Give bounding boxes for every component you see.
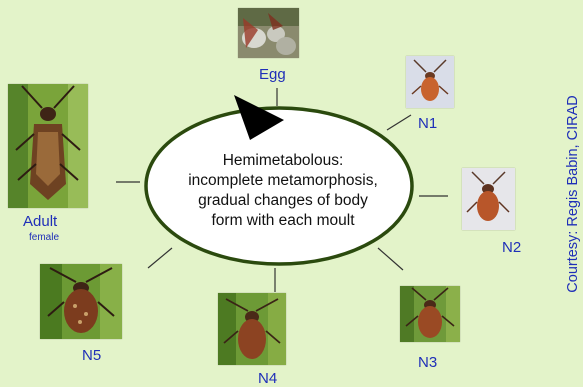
n4-photo [218,293,286,365]
n5-photo [40,264,122,339]
n2-photo [462,168,515,230]
center-line-3: gradual changes of body [152,191,414,211]
center-line-4: form with each moult [152,211,414,231]
photo-credit: Courtesy: Regis Babin, CIRAD [565,95,581,292]
center-line-2: incomplete metamorphosis, [152,171,414,191]
n3-label: N3 [418,355,437,370]
connector-n1 [387,115,411,130]
n5-label: N5 [82,348,101,363]
center-line-1: Hemimetabolous: [152,151,414,171]
n2-label: N2 [502,240,521,255]
egg-label: Egg [259,67,286,82]
n3-photo [400,286,460,342]
egg-photo [238,8,299,58]
n1-photo [406,56,454,108]
connector-n3 [378,248,403,270]
connector-n5 [148,248,172,268]
center-description: Hemimetabolous: incomplete metamorphosis… [152,151,414,231]
adult-sublabel: female [29,233,59,243]
adult-photo [8,84,88,208]
adult-label: Adult [23,214,57,229]
n1-label: N1 [418,116,437,131]
